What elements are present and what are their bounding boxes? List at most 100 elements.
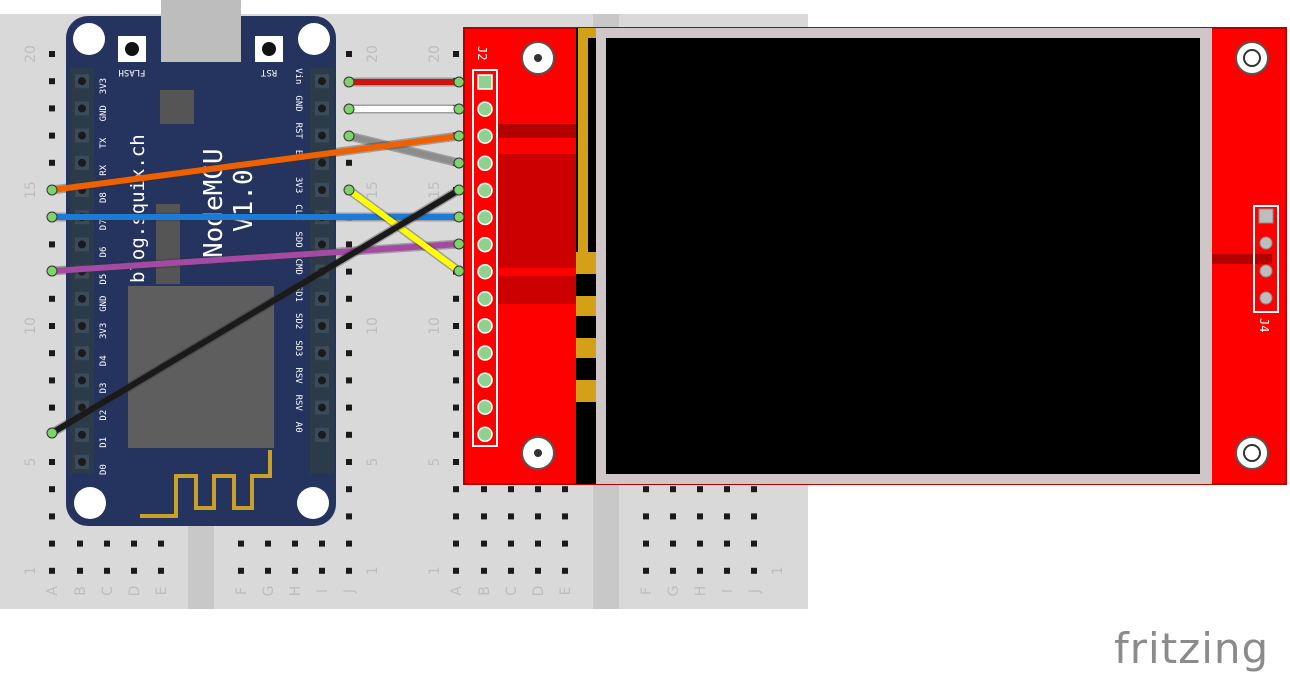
breadboard-hole (453, 350, 459, 357)
silk-version: V1.0 (229, 169, 259, 232)
breadboard-hole (562, 540, 568, 547)
wire-end (453, 211, 465, 223)
breadboard-hole (346, 268, 352, 275)
breadboard-hole (562, 486, 568, 493)
pin-label: RSV (293, 395, 303, 412)
row-label: 10 (365, 317, 381, 335)
j2-pin (477, 74, 493, 90)
wire-end (46, 265, 58, 277)
wire-end (453, 76, 465, 88)
flash-label: FLASH (118, 67, 145, 77)
breadboard-hole (49, 241, 55, 248)
breadboard-hole (49, 132, 55, 139)
breadboard-hole (238, 540, 244, 547)
breadboard-hole (562, 567, 568, 574)
pin-label: D2 (99, 410, 109, 421)
mount-hole (73, 23, 105, 55)
row-label: 5 (427, 458, 443, 467)
header-pin (318, 430, 326, 439)
wire-end (46, 427, 58, 439)
header-pin (318, 131, 326, 140)
breadboard-hole (49, 540, 55, 547)
column-label: B (477, 586, 493, 596)
pin-label: SDO (293, 231, 303, 247)
wire-end (46, 184, 58, 196)
breadboard-hole (104, 567, 110, 574)
breadboard-hole (346, 540, 352, 547)
breadboard-hole (49, 51, 55, 57)
header-pin (78, 158, 86, 167)
breadboard-hole (481, 513, 487, 520)
column-label: H (693, 586, 709, 597)
column-label: H (288, 586, 304, 597)
header-pin (318, 104, 326, 113)
breadboard-hole (346, 567, 352, 574)
header-pin (318, 403, 326, 412)
header-pin (78, 376, 86, 385)
j2-pin (477, 128, 493, 144)
breadboard-hole (724, 540, 730, 547)
j4-header (1253, 205, 1279, 313)
orange-wire (49, 133, 462, 193)
breadboard-hole (481, 486, 487, 493)
breadboard-hole (697, 540, 703, 547)
header-pin (78, 131, 86, 140)
pin-label: D4 (99, 355, 109, 366)
j2-pin (477, 182, 493, 199)
breadboard-hole (481, 540, 487, 547)
breadboard-hole (697, 513, 703, 520)
breadboard-hole (535, 486, 541, 493)
breadboard-hole (49, 377, 55, 384)
header-pin (78, 240, 86, 249)
wire-end (453, 130, 465, 142)
breadboard-hole (453, 513, 459, 520)
breadboard-hole (49, 404, 55, 411)
breadboard-hole (643, 513, 649, 520)
breadboard-hole (453, 431, 459, 438)
row-label: 1 (427, 566, 443, 575)
breadboard-hole (77, 540, 83, 547)
breadboard-hole (453, 295, 459, 302)
pin-label: SD3 (293, 340, 303, 356)
breadboard-hole (751, 540, 757, 547)
j2-pin (477, 236, 493, 253)
breadboard-hole (508, 486, 514, 493)
header-pin (318, 158, 326, 167)
pin-label: 3V3 (99, 323, 109, 339)
header-pin (318, 322, 326, 330)
pin-label: RSV (293, 367, 303, 384)
breadboard-hole (319, 567, 325, 574)
breadboard-hole (49, 567, 55, 574)
breadboard-hole (453, 404, 459, 411)
tft-display: J2 J4 (463, 27, 1287, 485)
breadboard-hole (49, 459, 55, 465)
pin-label: TX (99, 137, 109, 148)
breadboard-hole (751, 486, 757, 493)
breadboard-hole (453, 540, 459, 547)
breadboard-hole (346, 323, 352, 329)
breadboard-hole (104, 540, 110, 547)
header-pin (78, 104, 86, 113)
pin-label: CLK (293, 204, 303, 221)
pin-label: GND (99, 296, 109, 312)
pin-label: GND (99, 105, 109, 121)
header-pin (318, 294, 326, 303)
row-label: 1 (23, 566, 39, 575)
header-pin (78, 322, 86, 330)
header-pin (78, 430, 86, 439)
wire-end (453, 157, 465, 169)
breadboard-hole (453, 377, 459, 384)
breadboard-hole (643, 567, 649, 574)
chip-small (160, 90, 194, 124)
breadboard-hole (292, 567, 298, 574)
pin-label: D6 (99, 247, 109, 258)
breadboard-hole (535, 540, 541, 547)
column-label: F (234, 587, 250, 595)
wire-end (453, 184, 465, 196)
antenna-trace (140, 450, 272, 518)
j4-label: J4 (1257, 318, 1271, 332)
black-wire (49, 187, 462, 436)
screen (606, 38, 1200, 474)
row-label: 15 (23, 181, 39, 199)
